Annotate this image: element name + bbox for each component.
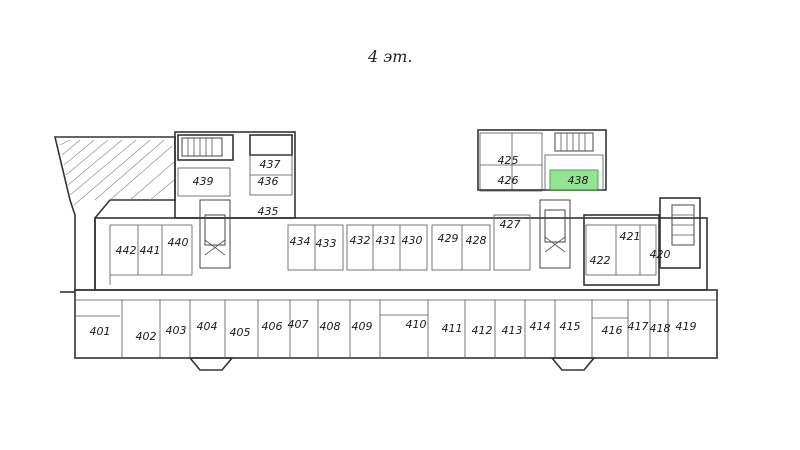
room-label-442[interactable]: 442 <box>116 244 137 257</box>
room-label-434[interactable]: 434 <box>290 235 311 248</box>
room-label-422[interactable]: 422 <box>590 254 611 267</box>
room-label-437[interactable]: 437 <box>260 158 281 171</box>
bottom-partitions <box>75 299 717 358</box>
highlighted-room-438[interactable] <box>549 169 599 191</box>
room-label-411[interactable]: 411 <box>442 322 463 335</box>
room-label-402[interactable]: 402 <box>136 330 157 343</box>
upper-partitions <box>177 132 604 197</box>
room-label-407[interactable]: 407 <box>288 318 309 331</box>
room-label-431[interactable]: 431 <box>376 234 397 247</box>
room-label-416[interactable]: 416 <box>602 324 623 337</box>
room-labels: 401 402 403 404 405 406 407 408 409 410 411 412 413 4… <box>90 154 697 343</box>
stairwell-upper-right <box>554 132 594 152</box>
room-label-427[interactable]: 427 <box>500 218 521 231</box>
room-label-414[interactable]: 414 <box>530 320 551 333</box>
room-label-417[interactable]: 417 <box>628 320 649 333</box>
room-label-420[interactable]: 420 <box>650 248 671 261</box>
room-label-439[interactable]: 439 <box>193 175 214 188</box>
room-label-403[interactable]: 403 <box>166 324 187 337</box>
stairwell-right <box>539 199 571 269</box>
room-label-418[interactable]: 418 <box>650 322 671 335</box>
stairwell-upper-left <box>181 137 223 157</box>
building-outline <box>53 129 718 371</box>
room-label-430[interactable]: 430 <box>402 234 423 247</box>
room-label-436[interactable]: 436 <box>258 175 279 188</box>
room-label-429[interactable]: 429 <box>438 232 459 245</box>
room-label-404[interactable]: 404 <box>197 320 218 333</box>
room-label-419[interactable]: 419 <box>676 320 697 333</box>
room-label-408[interactable]: 408 <box>320 320 341 333</box>
room-label-433[interactable]: 433 <box>316 237 337 250</box>
hatched-area <box>59 139 175 206</box>
room-label-415[interactable]: 415 <box>560 320 581 333</box>
room-label-409[interactable]: 409 <box>352 320 373 333</box>
room-label-440[interactable]: 440 <box>168 236 189 249</box>
room-label-405[interactable]: 405 <box>230 326 251 339</box>
room-label-428[interactable]: 428 <box>466 234 487 247</box>
room-label-435[interactable]: 435 <box>258 205 279 218</box>
room-label-412[interactable]: 412 <box>472 324 493 337</box>
room-label-413[interactable]: 413 <box>502 324 523 337</box>
stairwell-left <box>199 199 231 269</box>
room-label-410[interactable]: 410 <box>406 318 427 331</box>
room-label-406[interactable]: 406 <box>262 320 283 333</box>
room-label-438[interactable]: 438 <box>568 174 589 187</box>
room-label-441[interactable]: 441 <box>140 244 161 257</box>
room-label-426[interactable]: 426 <box>498 174 519 187</box>
middle-partitions <box>109 214 657 285</box>
room-label-425[interactable]: 425 <box>498 154 519 167</box>
floor-title: 4 эт. <box>367 47 412 66</box>
room-label-432[interactable]: 432 <box>350 234 371 247</box>
room-label-401[interactable]: 401 <box>90 325 111 338</box>
room-label-421[interactable]: 421 <box>620 230 641 243</box>
stairwell-right-tower <box>671 204 695 246</box>
